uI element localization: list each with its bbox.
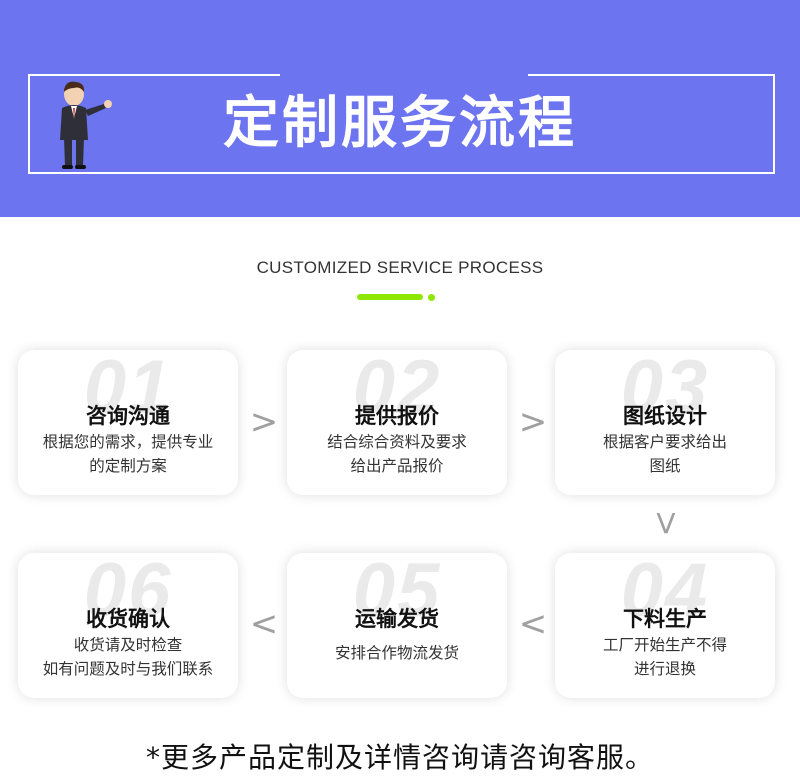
page-title: 定制服务流程 bbox=[223, 91, 577, 156]
header-banner: 定制服务流程 bbox=[0, 0, 800, 217]
step-title: 提供报价 bbox=[355, 404, 439, 428]
step-number: 03 bbox=[620, 350, 710, 430]
step-title: 下料生产 bbox=[623, 607, 707, 631]
arrow-left-icon: < bbox=[518, 604, 548, 644]
step-description: 结合综合资料及要求 给出产品报价 bbox=[327, 433, 467, 475]
footer-note: *更多产品定制及详情咨询请咨询客服。 bbox=[145, 741, 654, 774]
step-title: 图纸设计 bbox=[623, 404, 707, 428]
step-description: 安排合作物流发货 bbox=[334, 644, 459, 662]
step-number: 04 bbox=[620, 553, 710, 633]
arrow-right-icon: > bbox=[518, 402, 548, 442]
presenter-figure-icon bbox=[60, 81, 112, 169]
step-card-receipt: 06 收货确认 收货请及时检查 如有问题及时与我们联系 bbox=[18, 553, 238, 698]
step-number: 02 bbox=[352, 350, 442, 430]
accent-bar bbox=[357, 294, 423, 300]
step-description: 根据客户要求给出 图纸 bbox=[602, 433, 727, 475]
step-card-design: 03 图纸设计 根据客户要求给出 图纸 bbox=[555, 350, 775, 495]
step-description: 工厂开始生产不得 进行退换 bbox=[602, 636, 727, 678]
step-card-quote: 02 提供报价 结合综合资料及要求 给出产品报价 bbox=[287, 350, 507, 495]
frame-line bbox=[28, 172, 775, 174]
step-number: 05 bbox=[352, 553, 442, 633]
step-card-shipping: 05 运输发货 安排合作物流发货 bbox=[287, 553, 507, 698]
arrow-right-icon: > bbox=[249, 402, 279, 442]
frame-line bbox=[773, 74, 775, 174]
step-description: 根据您的需求，提供专业 的定制方案 bbox=[42, 433, 214, 475]
step-title: 运输发货 bbox=[355, 607, 439, 631]
arrow-down-icon: V bbox=[656, 507, 676, 540]
arrow-left-icon: < bbox=[249, 604, 279, 644]
step-number: 06 bbox=[83, 553, 173, 633]
frame-line bbox=[528, 74, 775, 76]
section-subtitle: CUSTOMIZED SERVICE PROCESS bbox=[256, 258, 544, 277]
frame-line bbox=[28, 74, 30, 174]
accent-dot bbox=[428, 294, 435, 301]
step-description: 收货请及时检查 如有问题及时与我们联系 bbox=[42, 636, 214, 678]
step-title: 咨询沟通 bbox=[86, 404, 170, 428]
step-title: 收货确认 bbox=[86, 607, 170, 631]
step-card-production: 04 下料生产 工厂开始生产不得 进行退换 bbox=[555, 553, 775, 698]
frame-line bbox=[28, 74, 280, 76]
step-number: 01 bbox=[83, 350, 173, 430]
step-card-consult: 01 咨询沟通 根据您的需求，提供专业 的定制方案 bbox=[18, 350, 238, 495]
